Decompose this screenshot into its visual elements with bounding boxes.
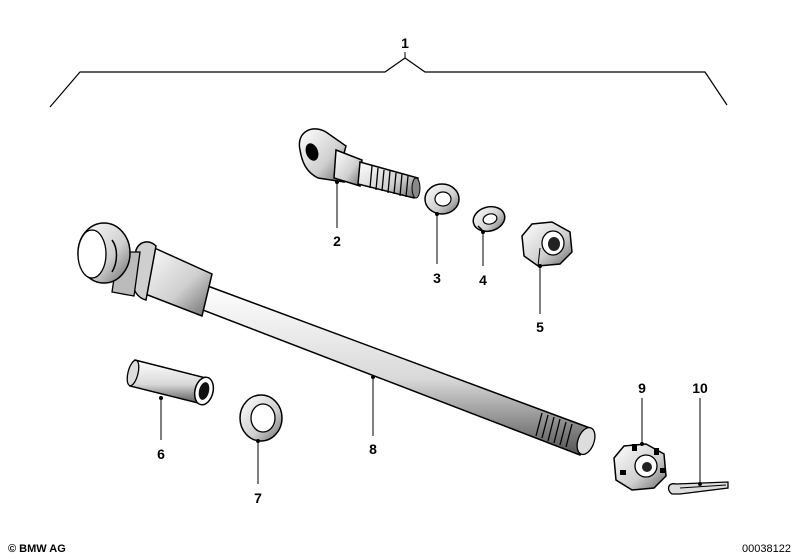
castle-nut-part-9 (613, 443, 667, 491)
callout-6: 6 (157, 446, 165, 462)
copyright-notice: © BMW AG (8, 543, 66, 555)
shaft-part-8 (77, 222, 596, 456)
callout-8: 8 (369, 441, 377, 457)
callout-2: 2 (333, 233, 341, 249)
washer-part-7 (239, 394, 283, 442)
washer-part-3 (424, 183, 460, 215)
assembly-bracket (49, 57, 728, 108)
callout-10: 10 (692, 380, 708, 396)
sleeve-part-6 (126, 359, 215, 406)
drawing-number: 00038122 (742, 543, 791, 555)
spring-washer-part-4 (472, 205, 506, 233)
callout-4: 4 (479, 272, 487, 288)
cotter-pin-part-10 (667, 481, 729, 495)
eye-bolt-part-2 (298, 128, 421, 199)
callout-5: 5 (536, 319, 544, 335)
callout-7: 7 (254, 490, 262, 506)
callout-1: 1 (401, 35, 409, 51)
callout-3: 3 (433, 270, 441, 286)
hex-nut-part-5 (521, 221, 573, 267)
callout-9: 9 (638, 380, 646, 396)
